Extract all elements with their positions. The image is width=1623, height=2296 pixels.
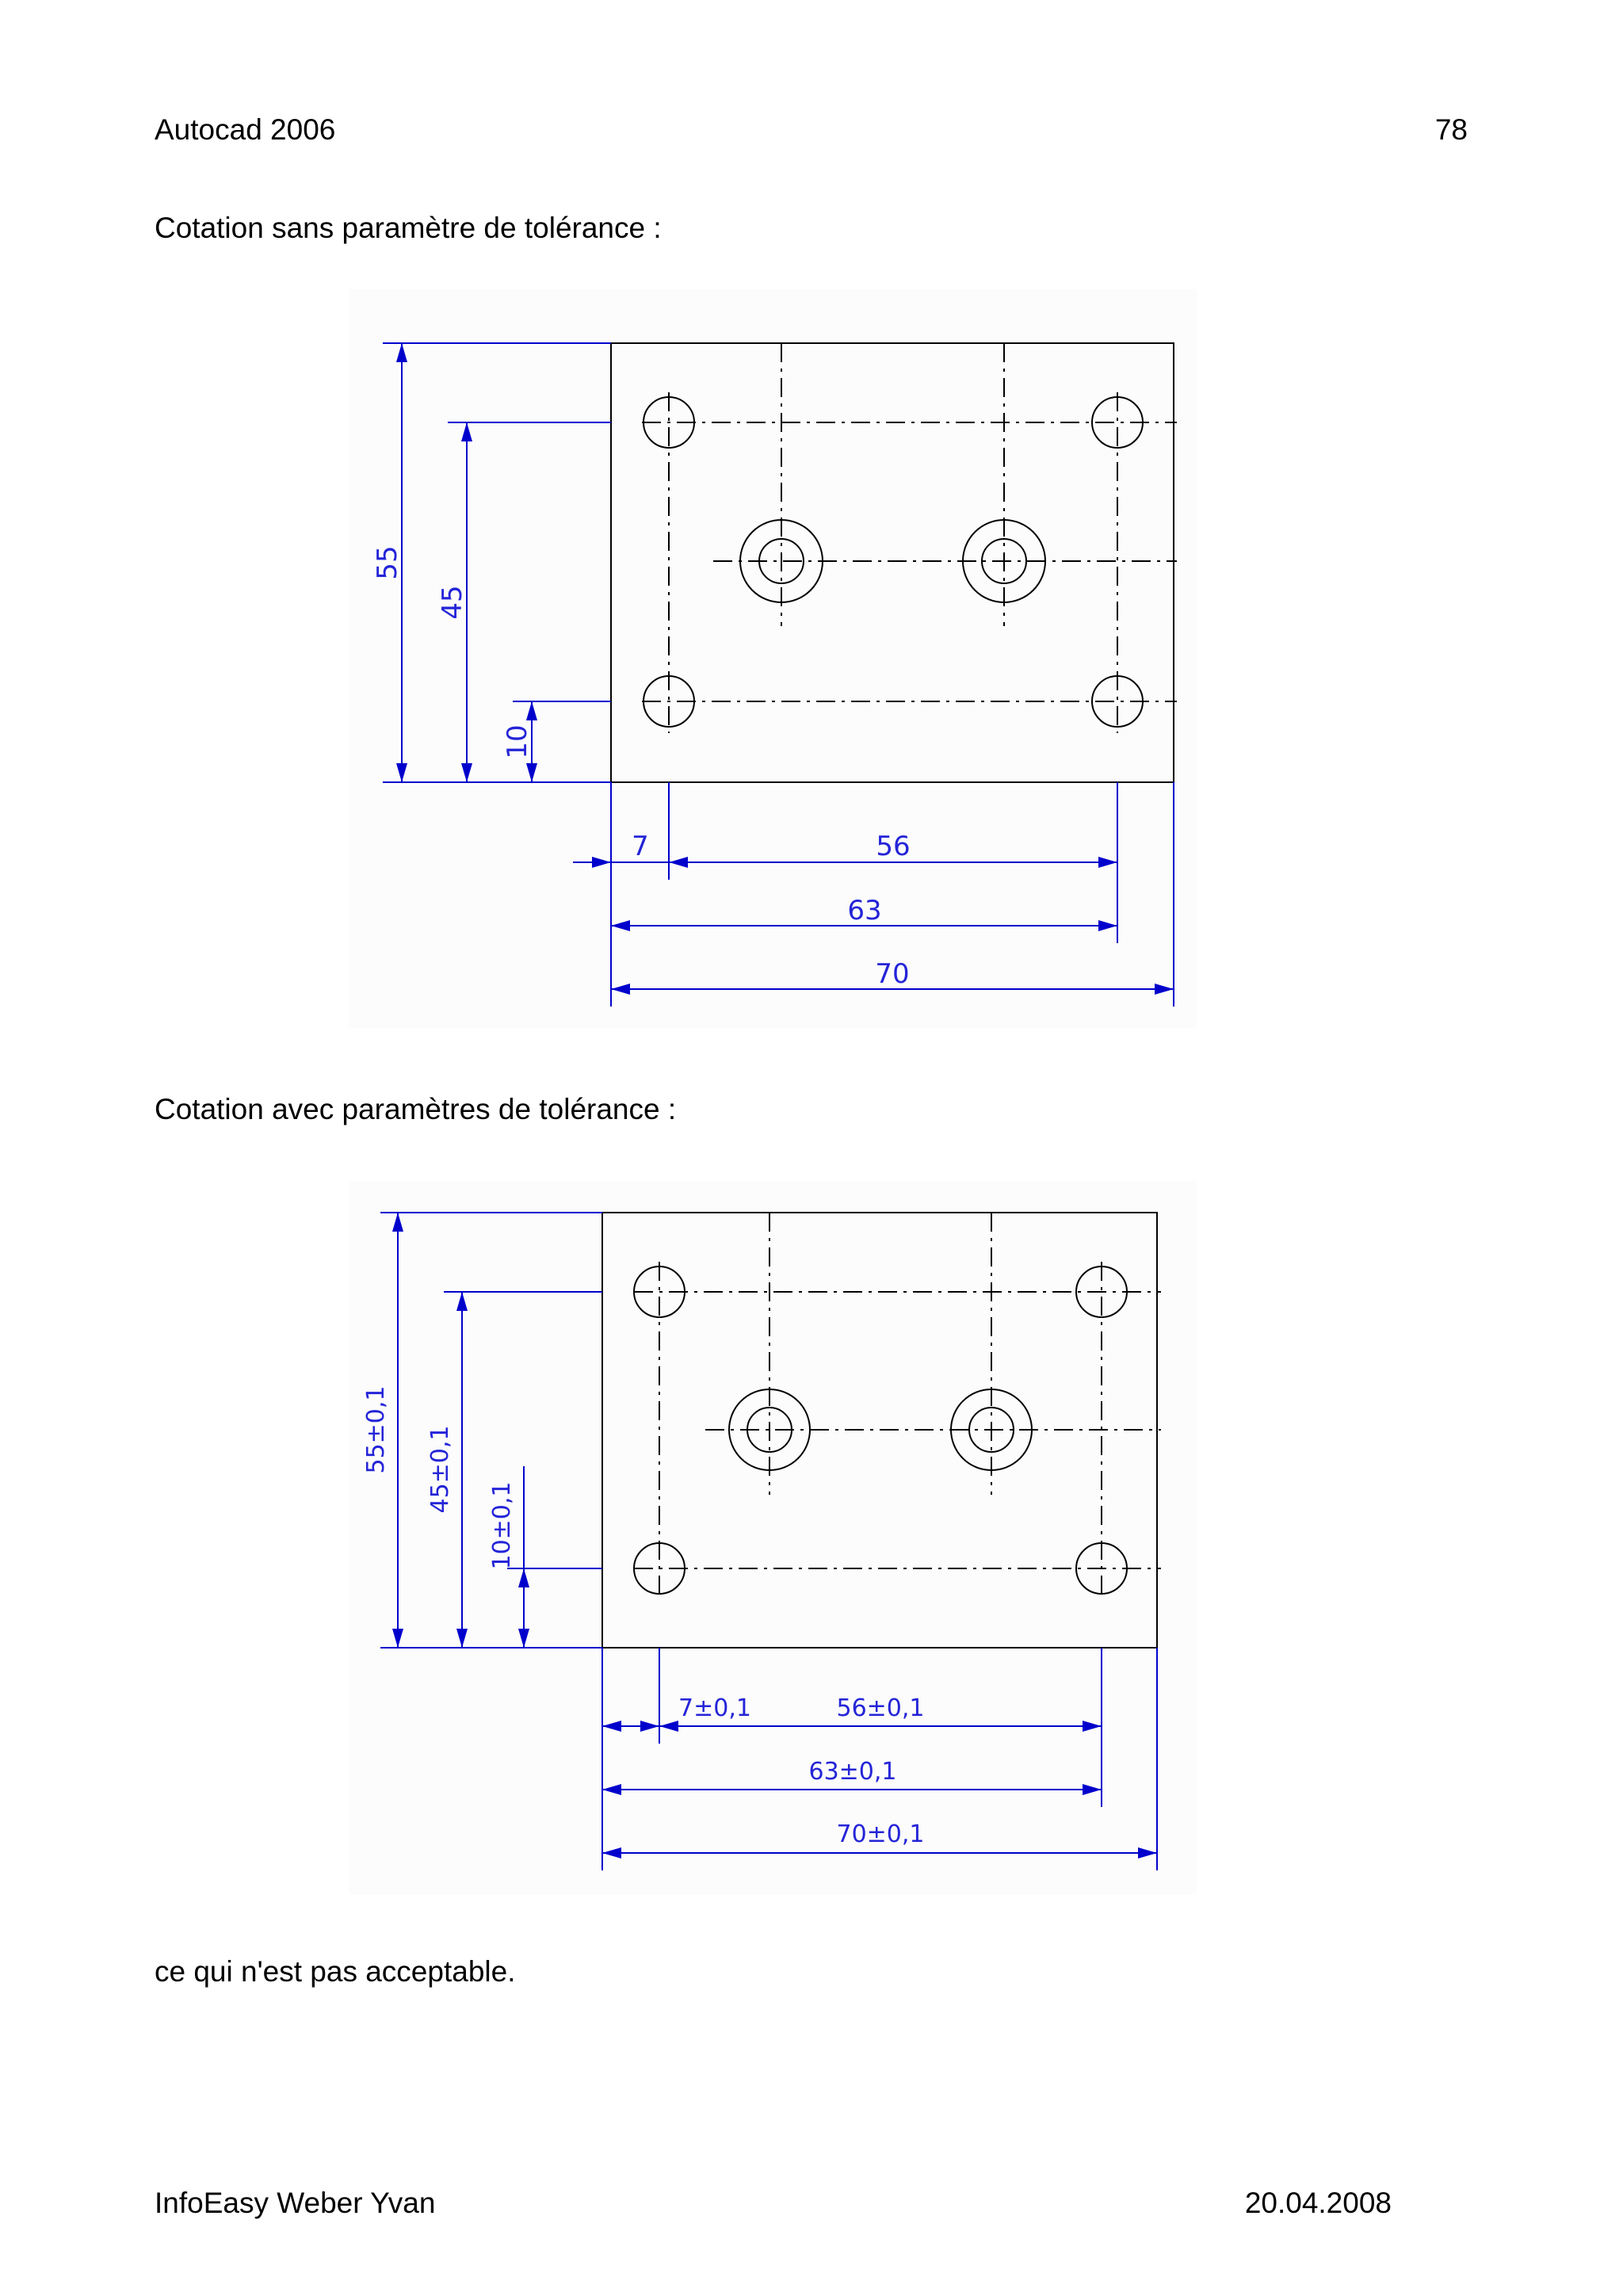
footer-date: 20.04.2008 — [1244, 2187, 1392, 2219]
counterbore-outer — [950, 1389, 1033, 1471]
hole — [633, 1266, 685, 1318]
page-number: 78 — [1434, 113, 1468, 146]
counterbore-inner — [981, 538, 1027, 584]
hole — [1091, 675, 1144, 728]
part-outline — [601, 1212, 1158, 1648]
hole — [643, 396, 695, 449]
counterbore-inner — [968, 1407, 1014, 1453]
counterbore-outer — [962, 519, 1046, 603]
dim-label-63: 63 — [847, 895, 881, 926]
part-outline — [610, 342, 1174, 783]
dim-label-70: 70 — [875, 958, 909, 990]
dim-label-56: 56±0,1 — [836, 1694, 924, 1722]
counterbore-outer — [728, 1389, 811, 1471]
counterbore-inner — [758, 538, 804, 584]
hole — [1075, 1542, 1128, 1595]
dim-label-56: 56 — [876, 831, 910, 862]
dim-label-63: 63±0,1 — [808, 1758, 896, 1786]
dim-label-7: 7±0,1 — [678, 1694, 751, 1722]
header-title: Autocad 2006 — [155, 113, 336, 146]
drawing-without-tolerance: 55 45 10 7 56 63 70 — [349, 289, 1197, 1028]
dim-label-7: 7 — [632, 831, 649, 862]
dim-label-45: 45 — [437, 585, 468, 619]
hole — [1091, 396, 1144, 449]
hole — [1075, 1266, 1128, 1318]
dim-label-45: 45±0,1 — [426, 1425, 454, 1513]
counterbore-outer — [739, 519, 823, 603]
dim-label-10: 10±0,1 — [488, 1481, 516, 1569]
hole — [633, 1542, 685, 1595]
hole — [643, 675, 695, 728]
counterbore-inner — [747, 1407, 792, 1453]
dim-label-10: 10 — [502, 724, 533, 758]
drawing-with-tolerance: 55±0,1 45±0,1 10±0,1 7±0,1 56±0,1 63±0,1… — [349, 1181, 1197, 1894]
footer-author: InfoEasy Weber Yvan — [155, 2187, 436, 2219]
dim-label-70: 70±0,1 — [836, 1820, 924, 1848]
dim-label-55: 55 — [372, 545, 403, 579]
section-caption-with-tolerance: Cotation avec paramètres de tolérance : — [155, 1093, 677, 1125]
conclusion-text: ce qui n'est pas acceptable. — [155, 1955, 516, 1988]
dim-label-55: 55±0,1 — [362, 1385, 390, 1473]
section-caption-no-tolerance: Cotation sans paramètre de tolérance : — [155, 212, 662, 244]
